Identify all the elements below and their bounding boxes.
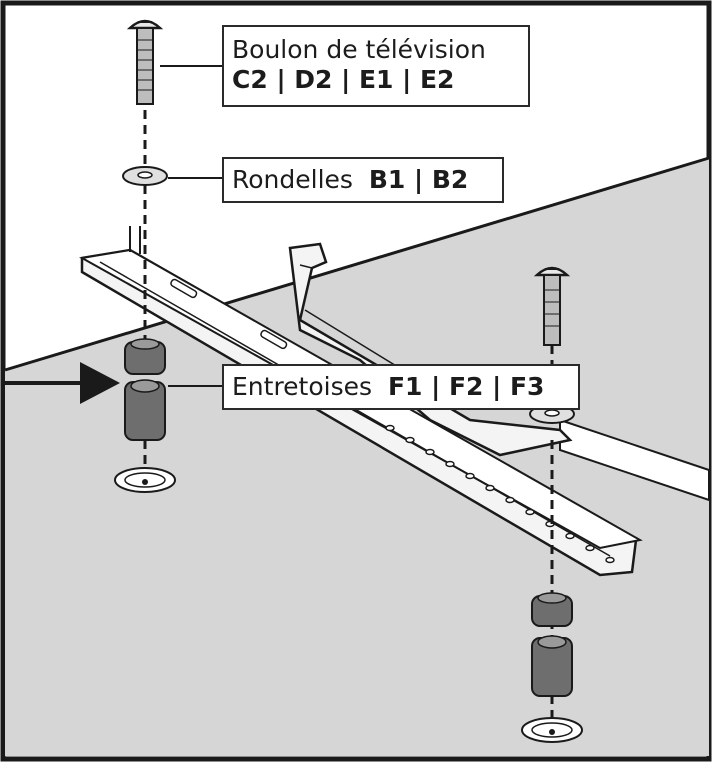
washer-label-name: Rondelles bbox=[232, 165, 353, 194]
bolt-label-codes: C2 | D2 | E1 | E2 bbox=[232, 65, 455, 94]
spacer-label-codes: F1 | F2 | F3 bbox=[387, 372, 545, 401]
bolt-label: Boulon de télévision C2 | D2 | E1 | E2 bbox=[222, 25, 530, 107]
right-hardware-stack bbox=[521, 266, 583, 743]
spacer-icon bbox=[124, 338, 166, 441]
tv-bolt-icon bbox=[126, 19, 164, 105]
tv-bolt-icon bbox=[533, 266, 571, 346]
left-hardware-stack bbox=[114, 19, 176, 493]
washer-icon bbox=[122, 166, 168, 186]
arrow-right-icon bbox=[5, 362, 120, 404]
bracket-holes bbox=[385, 424, 615, 564]
spacer-label: Entretoises F1 | F2 | F3 bbox=[222, 364, 580, 410]
washer-label: Rondelles B1 | B2 bbox=[222, 157, 504, 203]
washer-label-codes: B1 | B2 bbox=[368, 165, 469, 194]
wall-edge bbox=[4, 156, 710, 372]
spacer-icon bbox=[531, 592, 573, 697]
spacer-label-name: Entretoises bbox=[232, 372, 373, 401]
bolt-label-name: Boulon de télévision bbox=[232, 35, 486, 64]
